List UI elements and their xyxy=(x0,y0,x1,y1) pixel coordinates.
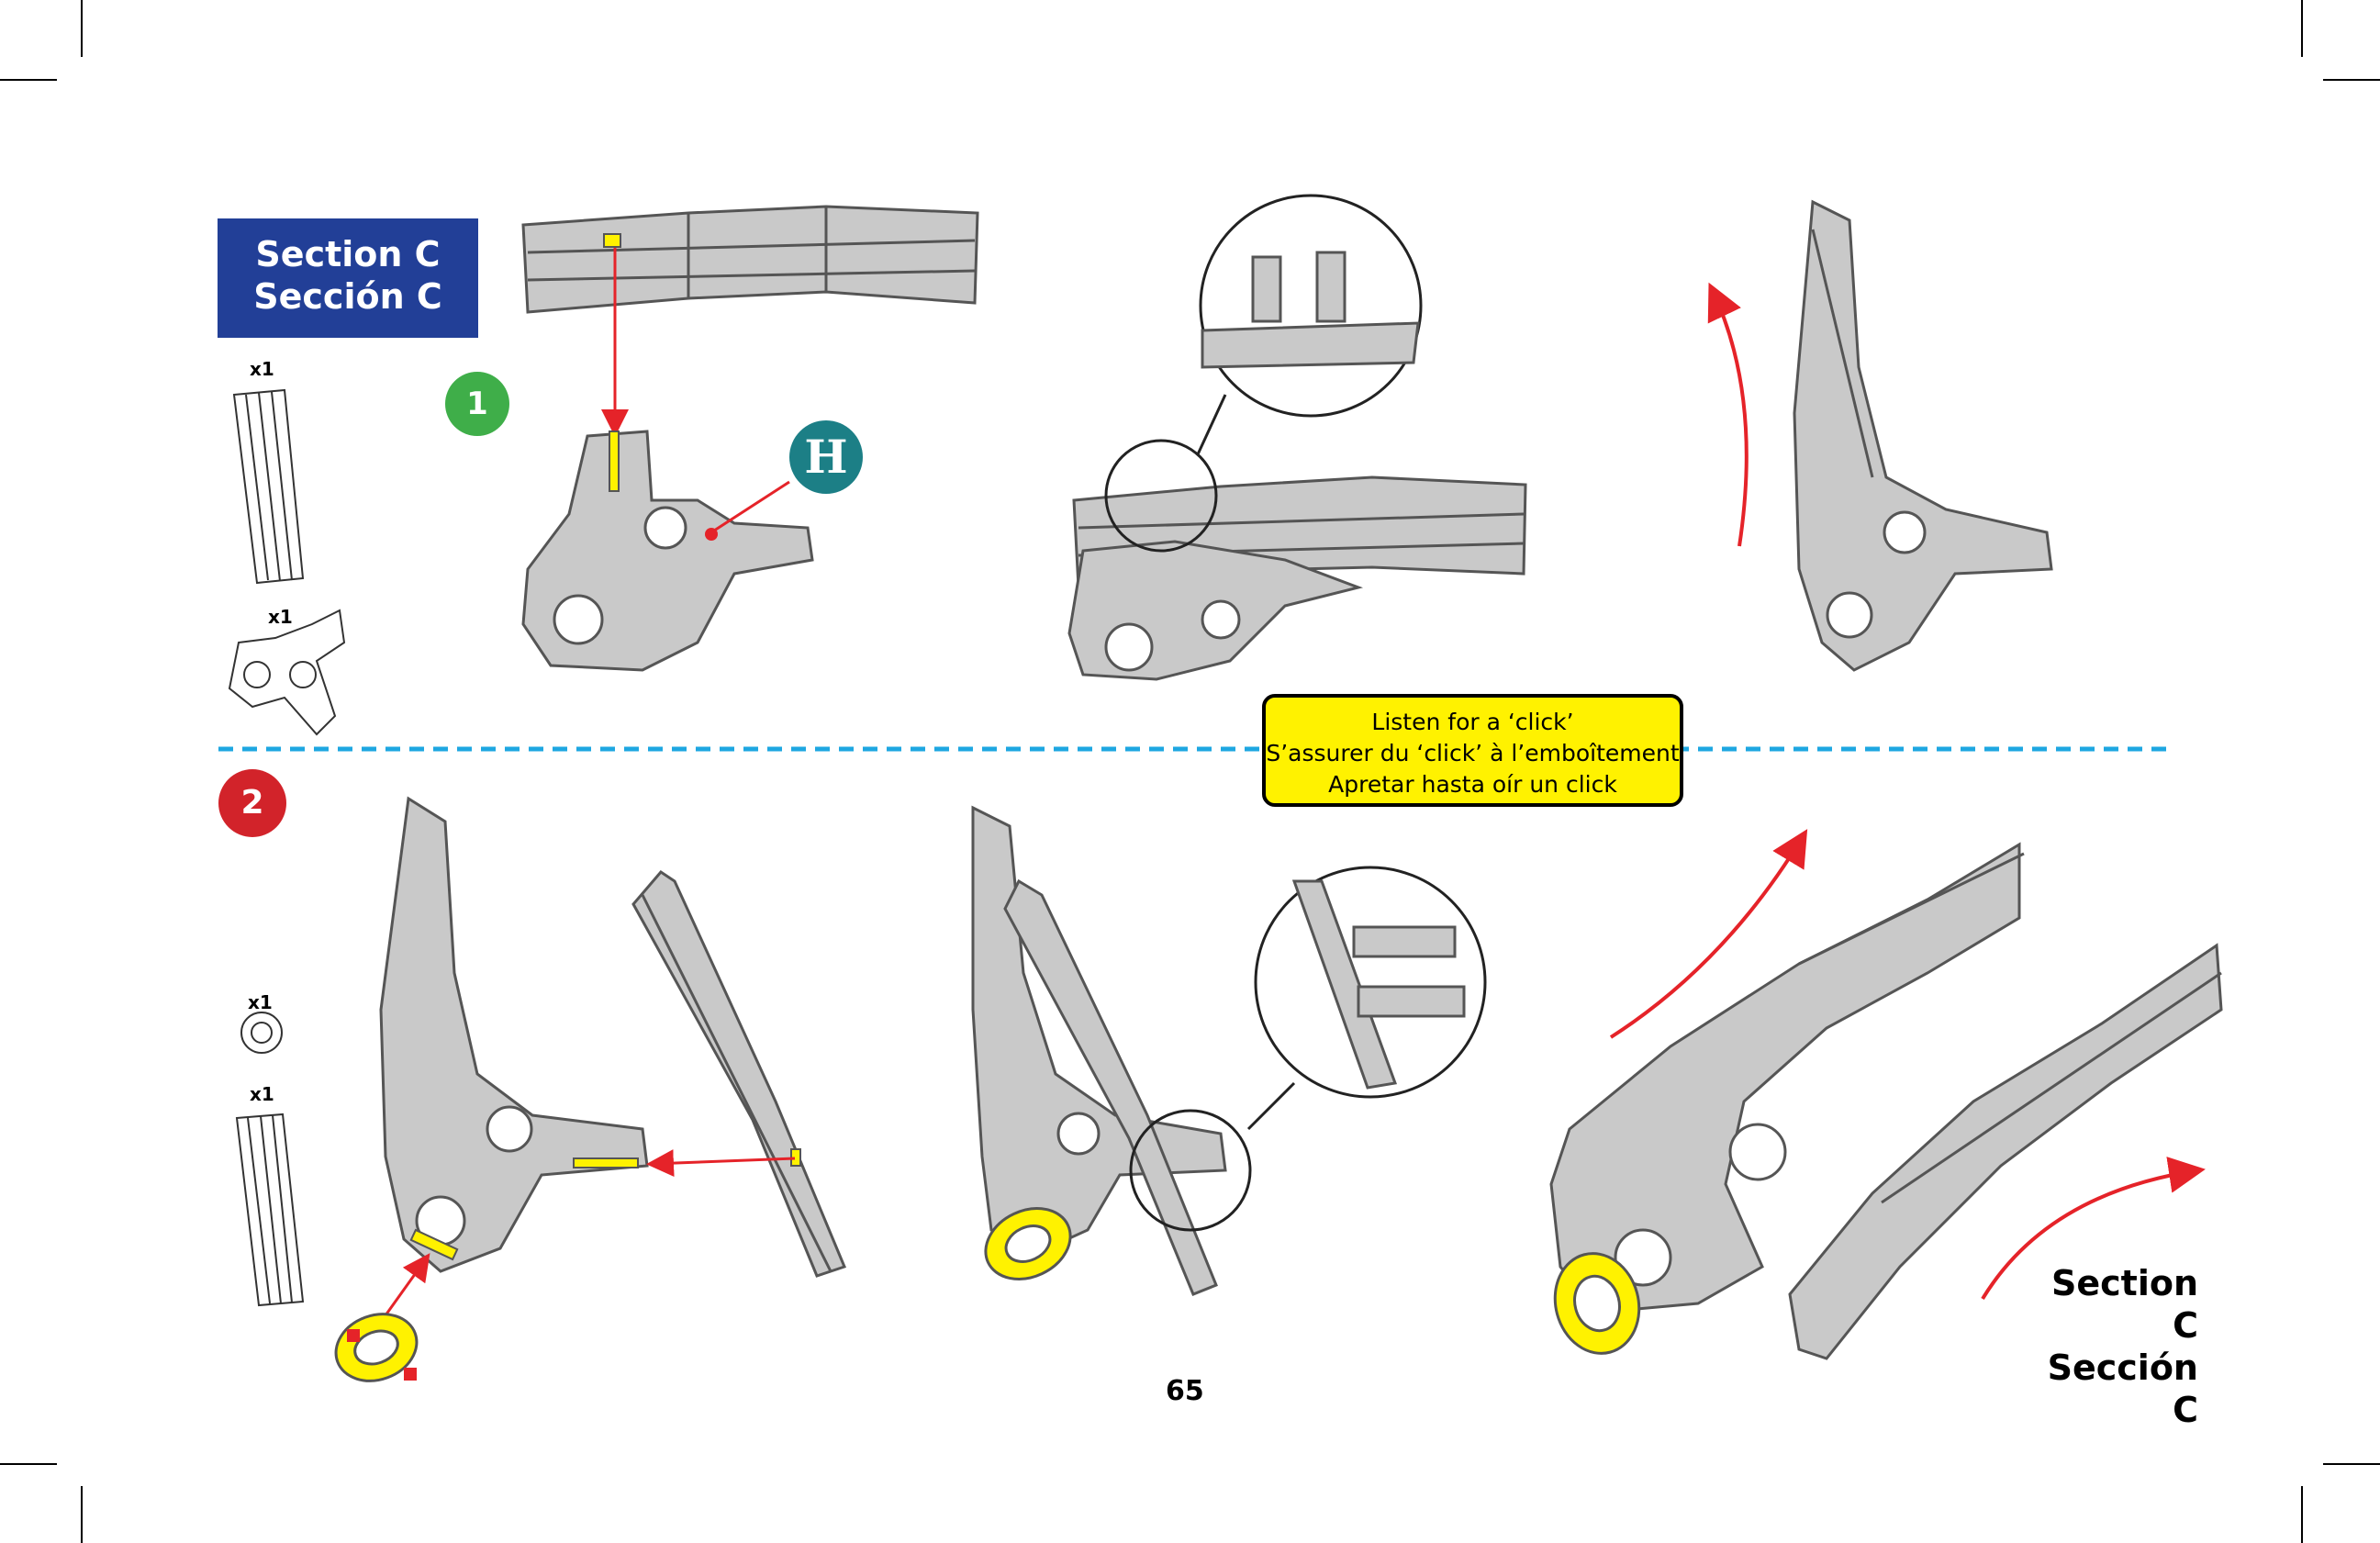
quantity-label: x1 xyxy=(248,991,273,1013)
ring-tab xyxy=(404,1368,417,1381)
rotate-arrow xyxy=(1707,282,1749,547)
part-icon-ring xyxy=(240,1012,283,1054)
beam-slot-highlight xyxy=(603,233,621,248)
rotate-arrow-2 xyxy=(1609,829,1808,1039)
callout-fr: S’assurer du ‘click’ à l’emboîtement xyxy=(1266,740,1680,766)
assembled-view-1 xyxy=(1067,475,1527,681)
quantity-label: x1 xyxy=(268,606,293,628)
section-badge-line2: Sección C xyxy=(253,276,442,317)
hub-slot-highlight xyxy=(409,1228,459,1261)
ring-part xyxy=(1553,1252,1641,1355)
part-icon-beam-2 xyxy=(235,1113,305,1307)
marker-pointer xyxy=(710,480,790,534)
crop-mark xyxy=(0,1463,57,1465)
section-badge-line1: Section C xyxy=(255,234,441,274)
crop-mark xyxy=(2323,1463,2380,1465)
step-2-badge: 2 xyxy=(218,769,286,837)
part-icon-hub xyxy=(228,609,346,736)
detail-zoom-content xyxy=(1201,251,1420,369)
hub-tab-highlight xyxy=(609,430,620,492)
arm-slot-highlight xyxy=(573,1157,639,1168)
rotate-arrow-3 xyxy=(1981,1157,2206,1301)
step-1-badge: 1 xyxy=(445,372,509,436)
part-icon-beam xyxy=(232,388,305,585)
step2-assembly-left xyxy=(379,796,847,1278)
marker-dot xyxy=(705,528,718,541)
crop-mark xyxy=(81,1486,83,1543)
callout-es: Apretar hasta oír un click xyxy=(1328,771,1617,798)
rotated-view xyxy=(1793,199,2053,672)
final-assembly xyxy=(1549,842,2223,1360)
ring-tab xyxy=(347,1329,360,1342)
part-marker-badge: H xyxy=(789,420,863,494)
step2-assembly-middle xyxy=(971,805,1227,1296)
quantity-label: x1 xyxy=(250,1083,274,1105)
quantity-label: x1 xyxy=(250,358,274,380)
click-callout: Listen for a ‘click’ S’assurer du ‘click… xyxy=(1262,694,1683,807)
insert-arrow-2 xyxy=(646,1149,796,1178)
curved-beam-part xyxy=(521,205,979,314)
crop-mark xyxy=(81,0,83,57)
crop-mark xyxy=(2301,1486,2303,1543)
section-label-line2: Sección C xyxy=(2047,1347,2198,1430)
section-label-line1: Section C xyxy=(2050,1263,2198,1346)
crop-mark xyxy=(2301,0,2303,57)
section-label: Section C Sección C xyxy=(2015,1262,2198,1431)
ring-part xyxy=(984,1207,1072,1280)
page-number: 65 xyxy=(1166,1375,1204,1407)
detail-zoom-content-2 xyxy=(1291,879,1466,1090)
hub-part xyxy=(521,430,814,672)
crop-mark xyxy=(2323,79,2380,81)
section-badge: Section C Sección C xyxy=(218,218,478,338)
insert-arrow-3 xyxy=(379,1253,430,1323)
crop-mark xyxy=(0,79,57,81)
callout-en: Listen for a ‘click’ xyxy=(1371,709,1574,735)
